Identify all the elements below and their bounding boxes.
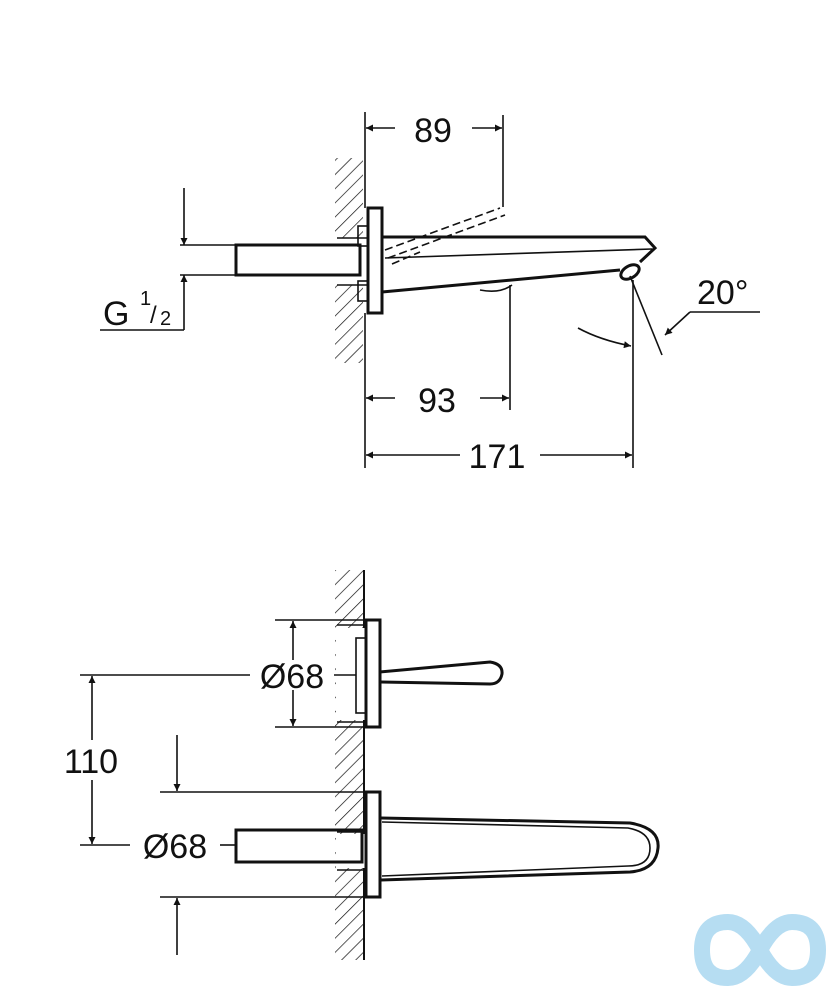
- handle-rosette: [355, 618, 504, 729]
- dimension-diameter-upper: Ø68: [80, 619, 366, 728]
- angle-dimension: 20°: [577, 274, 760, 356]
- angle-label: 20°: [697, 274, 748, 312]
- diameter-lower-label: Ø68: [143, 828, 207, 866]
- dimension-93: 93: [364, 285, 511, 468]
- dimension-diameter-lower: Ø68: [143, 735, 366, 955]
- dimension-93-label: 93: [418, 382, 456, 420]
- wall-hatch: [335, 158, 368, 363]
- dimension-110-label: 110: [64, 743, 118, 781]
- dimension-171-label: 171: [469, 438, 526, 476]
- dimension-110: 110: [64, 676, 130, 846]
- watermark-logo: [693, 913, 827, 987]
- spout-body: [234, 206, 658, 315]
- thread-denominator: 2: [160, 308, 171, 330]
- thread-label: G: [103, 295, 129, 333]
- diameter-upper-label: Ø68: [260, 658, 324, 696]
- dimension-171: 171: [366, 280, 634, 476]
- side-view: G 1 / 2 89 93 171: [100, 112, 760, 476]
- thread-dimension: G 1 / 2: [100, 188, 236, 333]
- thread-slash: /: [150, 302, 157, 329]
- dimension-89-label: 89: [414, 112, 452, 150]
- spout-rosette: [234, 790, 660, 899]
- thread-numerator: 1: [140, 288, 151, 310]
- aerator: [619, 263, 641, 281]
- wall-hatch-front: [335, 570, 366, 960]
- front-view: Ø68 110 Ø68: [64, 570, 660, 960]
- dimension-89: 89: [364, 112, 504, 207]
